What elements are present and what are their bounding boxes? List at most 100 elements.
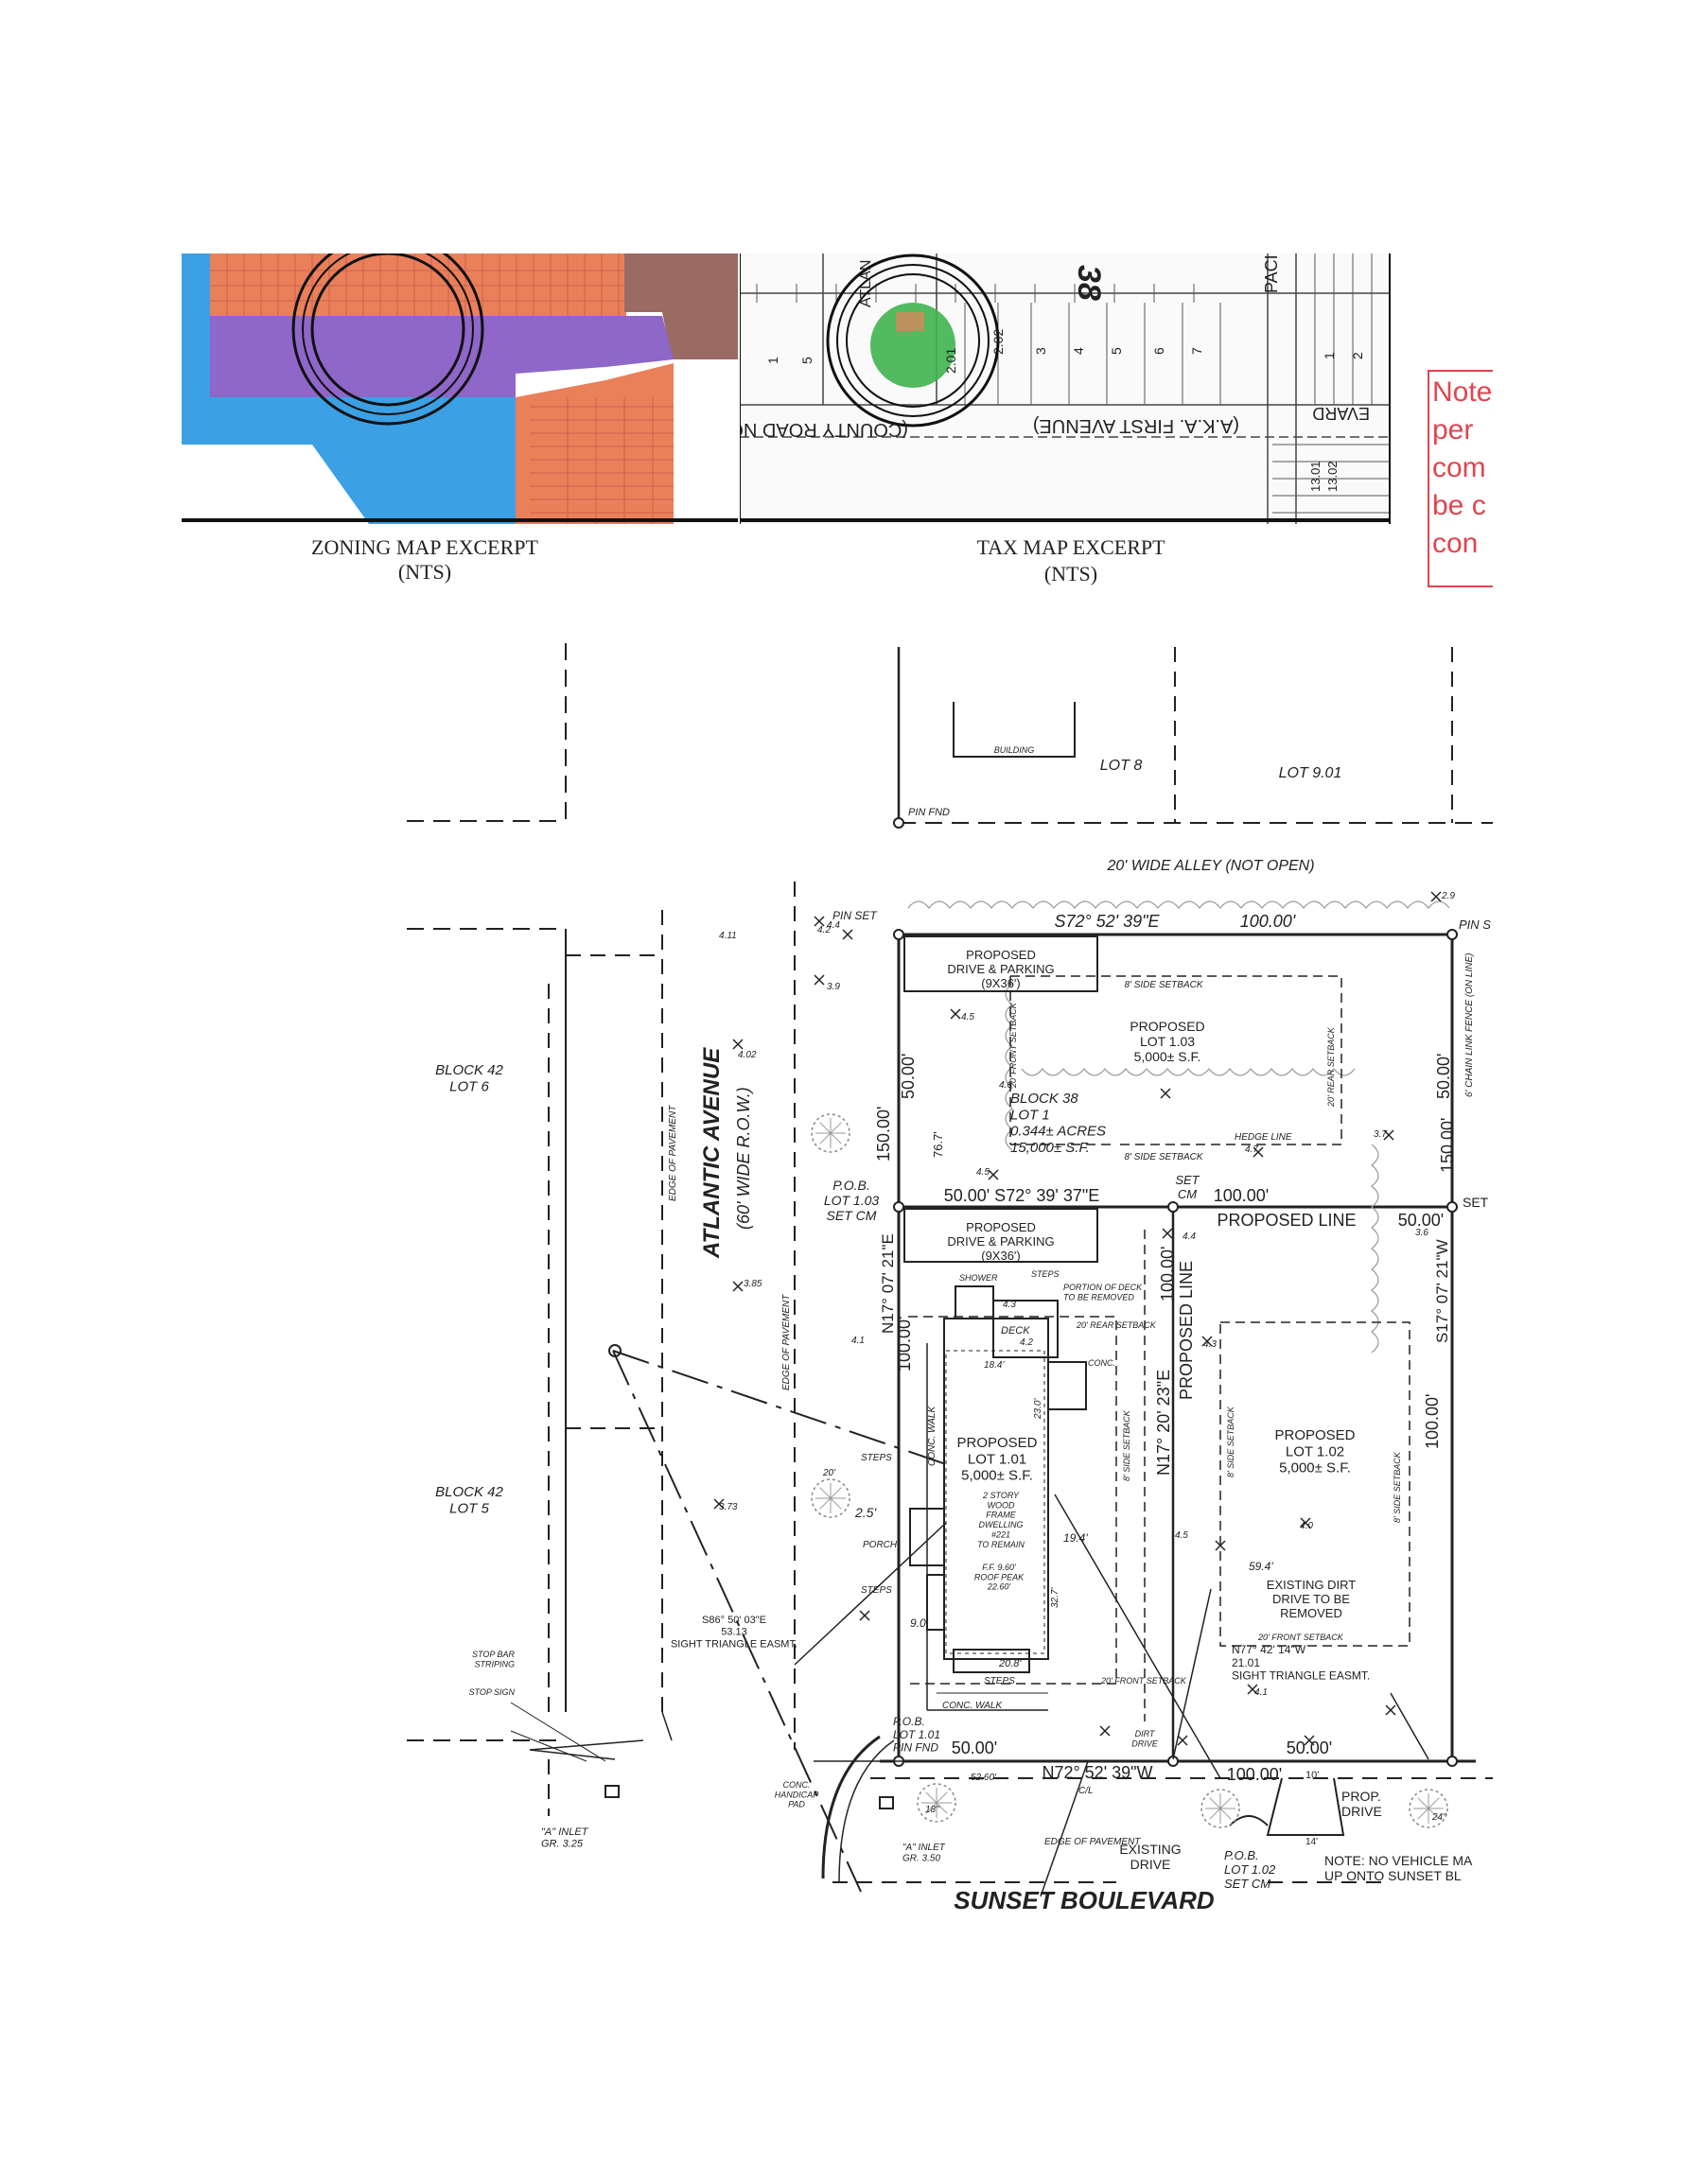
svg-text:"A" INLET: "A" INLET <box>902 1843 946 1853</box>
svg-text:PROPOSED LINE: PROPOSED LINE <box>1217 1211 1356 1230</box>
svg-text:P.O.B.: P.O.B. <box>893 1715 925 1728</box>
svg-text:BLOCK 38: BLOCK 38 <box>1010 1091 1078 1107</box>
svg-text:50.00': 50.00' <box>1287 1738 1332 1757</box>
svg-text:C/L: C/L <box>1078 1786 1094 1796</box>
svg-text:20' WIDE ALLEY (NOT OPEN): 20' WIDE ALLEY (NOT OPEN) <box>1106 858 1314 874</box>
site-label-d327: 32.7' <box>1050 1587 1060 1608</box>
site-label-d10: 10' <box>1305 1770 1319 1781</box>
svg-text:(9X36'): (9X36') <box>981 976 1021 990</box>
site-label-d100b: 100.00' <box>1227 1765 1283 1784</box>
svg-text:F.F. 9.60': F.F. 9.60' <box>982 1563 1016 1572</box>
site-label-d90: 9.0' <box>910 1616 929 1630</box>
svg-text:LOT 1.01: LOT 1.01 <box>893 1728 940 1741</box>
tax-pacific-label: PACIFIC <box>1262 227 1281 293</box>
elevation-label: 4.5 <box>976 1167 990 1178</box>
tax-target-circles <box>826 253 1000 428</box>
svg-text:SET CM: SET CM <box>827 1208 877 1223</box>
site-label-stop_sign: STOP SIGN <box>468 1687 515 1697</box>
svg-text:STRIPING: STRIPING <box>474 1659 515 1669</box>
svg-text:N77° 42' 14"W: N77° 42' 14"W <box>1232 1643 1306 1656</box>
site-label-chain_fence: 6' CHAIN LINK FENCE (ON LINE) <box>1464 953 1475 1098</box>
site-label-rear_setback: 20' REAR SETBACK <box>1326 1026 1336 1108</box>
svg-text:50.00': 50.00' <box>952 1738 997 1757</box>
zone-brown <box>624 253 738 359</box>
site-label-proposed_line: PROPOSED LINE <box>1217 1211 1356 1230</box>
site-label-d25: 2.5' <box>854 1505 877 1520</box>
elevation-label: 3.7 <box>1374 1129 1387 1140</box>
svg-text:PROPOSED: PROPOSED <box>1130 1019 1204 1034</box>
svg-text:SHOWER: SHOWER <box>959 1273 998 1283</box>
tax-small-lot: 13.02 <box>1325 461 1340 492</box>
svg-text:LOT 1.02: LOT 1.02 <box>1224 1862 1276 1877</box>
svg-text:DRIVE: DRIVE <box>1341 1804 1382 1819</box>
site-label-d194: 19.4' <box>1063 1531 1088 1545</box>
svg-text:HEDGE LINE: HEDGE LINE <box>1235 1132 1292 1143</box>
svg-text:50.00': 50.00' <box>1434 1054 1453 1099</box>
svg-text:LOT 1.03: LOT 1.03 <box>824 1193 880 1208</box>
svg-text:20' FRONT SETBACK: 20' FRONT SETBACK <box>1257 1633 1344 1642</box>
svg-text:20': 20' <box>822 1468 836 1478</box>
svg-text:P.O.B.: P.O.B. <box>832 1178 869 1193</box>
tax-evard-label: EVARD <box>1312 404 1370 423</box>
site-plan <box>407 643 1493 1897</box>
svg-text:PIN SET: PIN SET <box>832 909 878 922</box>
svg-text:STOP SIGN: STOP SIGN <box>468 1687 515 1697</box>
svg-text:N17° 20' 23"E: N17° 20' 23"E <box>1154 1370 1173 1476</box>
elevation-label: 4.02 <box>738 1050 757 1060</box>
svg-text:SIGHT TRIANGLE EASMT.: SIGHT TRIANGLE EASMT. <box>1232 1669 1370 1683</box>
site-label-front_setback: 20' FRONT SETBACK <box>1100 1676 1187 1686</box>
svg-text:DRIVE & PARKING: DRIVE & PARKING <box>947 1234 1054 1249</box>
site-label-porch: PORCH <box>863 1540 898 1550</box>
site-label-alley: 20' WIDE ALLEY (NOT OPEN) <box>1106 858 1314 874</box>
site-label-d594: 59.4' <box>1249 1560 1273 1573</box>
svg-text:LOT 8: LOT 8 <box>1100 758 1143 774</box>
svg-text:CM: CM <box>1178 1187 1197 1201</box>
svg-text:100.00': 100.00' <box>1423 1394 1442 1450</box>
site-label-sunset: SUNSET BOULEVARD <box>954 1886 1215 1914</box>
site-label-front_setback: 20' FRONT SETBACK <box>1008 1002 1018 1089</box>
site-label-cl: C/L <box>1078 1786 1094 1796</box>
svg-text:TO BE REMOVED: TO BE REMOVED <box>1063 1292 1134 1302</box>
svg-text:PIN FND: PIN FND <box>893 1741 938 1755</box>
svg-text:PORCH: PORCH <box>863 1540 898 1550</box>
site-label-d100: 100.00' <box>895 1317 914 1372</box>
site-label-steps: STEPS <box>1031 1269 1060 1279</box>
svg-text:EXISTING DIRT: EXISTING DIRT <box>1267 1578 1356 1592</box>
tree-symbol <box>917 1783 956 1823</box>
elevation-label: 4.5 <box>961 1012 974 1022</box>
site-label-edge_pavement: EDGE OF PAVEMENT <box>1044 1837 1141 1847</box>
svg-text:59.4': 59.4' <box>1249 1560 1273 1573</box>
svg-text:150.00': 150.00' <box>1438 1118 1457 1174</box>
svg-text:BLOCK 42: BLOCK 42 <box>435 1484 503 1500</box>
svg-text:20' REAR SETBACK: 20' REAR SETBACK <box>1326 1026 1336 1108</box>
svg-text:0.344± ACRES: 0.344± ACRES <box>1010 1124 1106 1140</box>
tax-lot-number: 6 <box>1151 347 1166 355</box>
site-label-steps: STEPS <box>861 1585 892 1596</box>
site-label-steps: STEPS <box>984 1676 1015 1686</box>
svg-text:DRIVE & PARKING: DRIVE & PARKING <box>947 962 1054 976</box>
svg-text:UP ONTO SUNSET BL: UP ONTO SUNSET BL <box>1324 1868 1462 1883</box>
zoning-caption: ZONING MAP EXCERPT <box>311 535 539 559</box>
svg-text:S86° 50' 03"E: S86° 50' 03"E <box>702 1615 766 1626</box>
site-label-d184: 18.4' <box>984 1360 1005 1371</box>
tax-lot-number: 2 <box>1350 352 1365 359</box>
site-label-d208: 20.8' <box>998 1658 1022 1669</box>
svg-text:LOT 1: LOT 1 <box>1010 1107 1050 1123</box>
tree-symbol <box>811 1113 850 1153</box>
svg-text:19.4': 19.4' <box>1063 1531 1088 1545</box>
elevation-label: 3.9 <box>827 982 840 992</box>
site-label-atlantic: ATLANTIC AVENUE <box>699 1047 725 1259</box>
elevation-label: 4.2 <box>817 925 831 935</box>
site-label-d14: 14' <box>1305 1837 1318 1847</box>
svg-text:50.00': 50.00' <box>899 1054 918 1099</box>
